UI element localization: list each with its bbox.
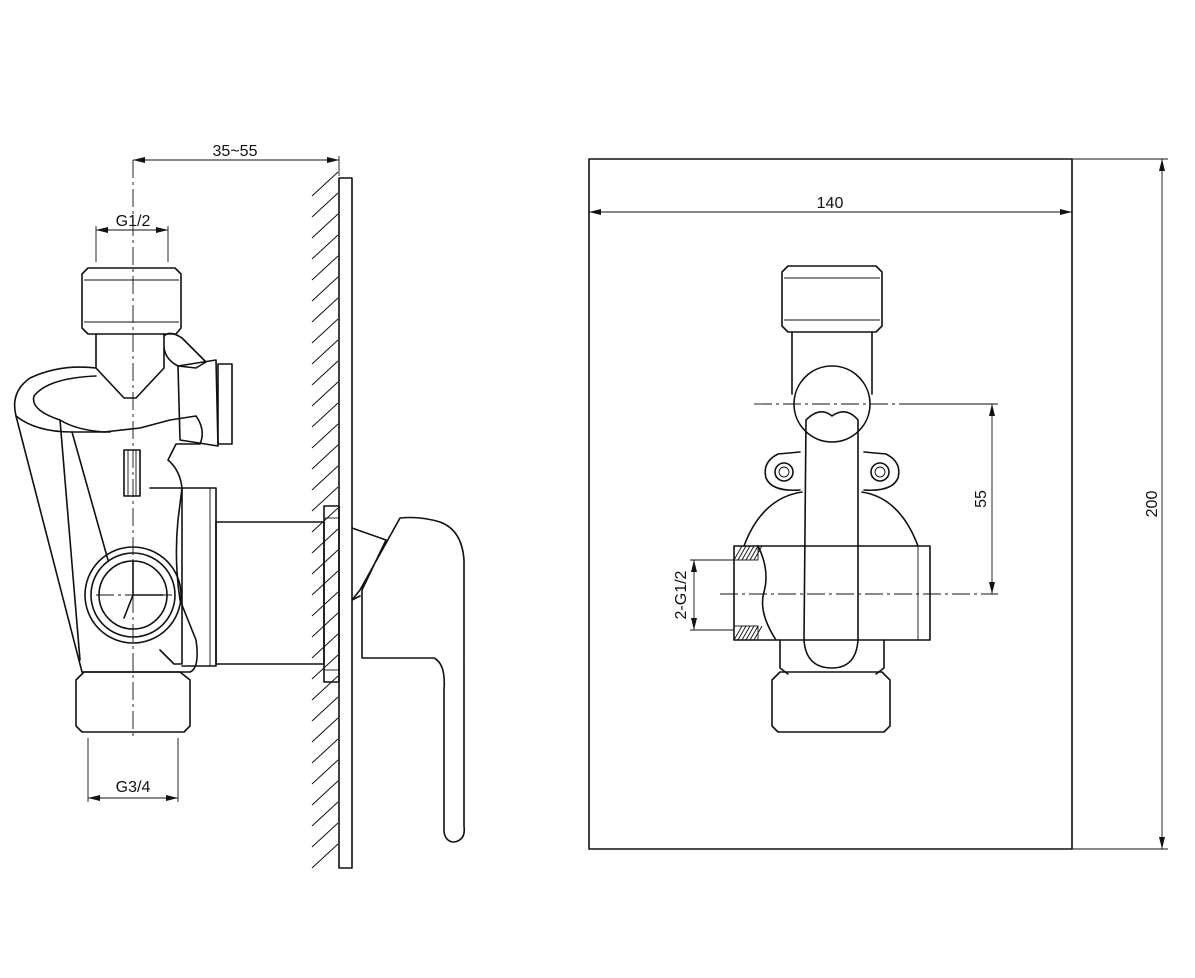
wall-hatch-line (311, 591, 339, 617)
wall-hatch-line (311, 549, 339, 575)
dim-height-label: 200 (1144, 491, 1161, 518)
wall-hatch-line (311, 255, 339, 281)
thread-hatch-line (733, 625, 743, 641)
front-view: 140 200 55 2-G1/2 (588, 158, 1168, 850)
dim-inlet-label: G1/2 (116, 213, 151, 230)
wall-hatch-line (311, 276, 339, 302)
thread-hatch-line (741, 625, 751, 641)
wall-hatch-line (311, 297, 339, 323)
u-channel (803, 411, 859, 669)
wall-hatch-line (311, 360, 339, 386)
wall-hatch-line (311, 318, 339, 344)
dim-side-ports-label: 2-G1/2 (673, 570, 690, 619)
dim-width-label: 140 (817, 195, 844, 212)
lever-handle (351, 516, 466, 843)
wall-hatch-line (311, 696, 339, 722)
front-top-fitting (781, 265, 883, 333)
wall-hatch-line (311, 738, 339, 764)
wall-hatch-line (311, 570, 339, 596)
side-nozzle (177, 359, 219, 447)
wall-hatch-line (311, 759, 339, 785)
wall-hatch-line (311, 465, 339, 491)
wall-hatch-line (311, 444, 339, 470)
side-view: 35~55 G1/2 G3/4 (13, 143, 466, 869)
cartridge-stem (215, 521, 325, 665)
mount-hole-right (870, 462, 890, 482)
mounting-ears (764, 451, 900, 492)
wall-hatch-line (311, 654, 339, 680)
top-inlet-fitting (81, 267, 182, 335)
dim-depth-label: 35~55 (213, 143, 258, 160)
thread-hatch-line (737, 625, 747, 641)
wall-hatch-line (311, 843, 339, 869)
wall-hatch-line (311, 822, 339, 848)
thread-hatch-line (749, 625, 759, 641)
wall-hatch-line (311, 234, 339, 260)
dim-outlet-label: G3/4 (116, 779, 151, 796)
cartridge-housing (181, 487, 217, 667)
wall-hatch-line (311, 528, 339, 554)
thread-hatch-line (745, 545, 755, 561)
front-bottom-fitting (771, 671, 891, 733)
wall-hatch-line (311, 633, 339, 659)
front-horizontal-body (733, 545, 931, 641)
wall-hatching (311, 171, 339, 869)
wall-hatch-line (311, 486, 339, 512)
wall-hatch-line (311, 213, 339, 239)
wall-hatch-line (311, 507, 339, 533)
wall-hatch-line (311, 192, 339, 218)
dim-spacing-label: 55 (973, 490, 990, 508)
wall-flange (323, 505, 340, 683)
wall-hatch-line (311, 612, 339, 638)
wall-hatch-line (311, 717, 339, 743)
wall-hatch-line (311, 675, 339, 701)
mount-hole-left (774, 462, 794, 482)
wall-hatch-line (311, 339, 339, 365)
wall-hatch-line (311, 801, 339, 827)
thread-hatch-line (737, 545, 747, 561)
thread-hatch-line (741, 545, 751, 561)
thread-hatch-line (745, 625, 755, 641)
thread-hatch-line (753, 625, 763, 641)
thread-hatch-line (749, 545, 759, 561)
thread-hatch-line (753, 545, 763, 561)
wall-hatch-line (311, 423, 339, 449)
side-nozzle-cap (217, 363, 233, 445)
bottom-outlet-fitting (75, 671, 191, 733)
inlet-funnel (95, 333, 165, 399)
wall-hatch-line (311, 402, 339, 428)
wall-hatch-line (311, 171, 339, 197)
cover-plate (588, 158, 1073, 850)
valve-body (13, 366, 204, 673)
wall-plate (338, 177, 353, 869)
wall-hatch-line (311, 780, 339, 806)
thread-hatch-line (733, 545, 743, 561)
wall-hatch-line (311, 381, 339, 407)
body-slot (123, 449, 141, 497)
